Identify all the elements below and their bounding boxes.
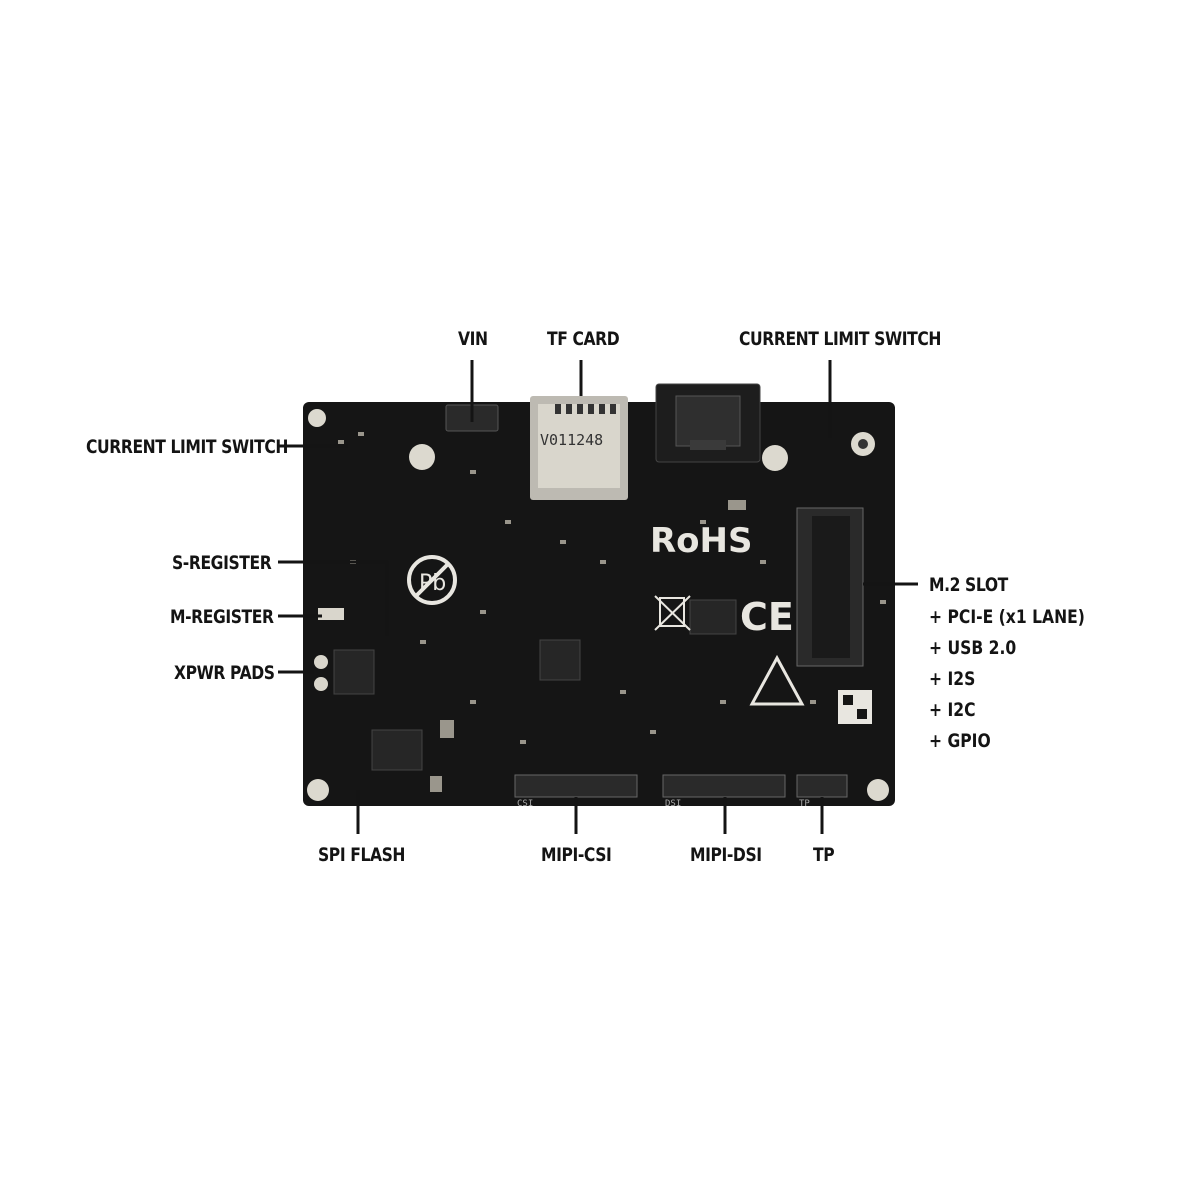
m2-feature-item: + I2C bbox=[929, 699, 976, 721]
label-m-register: M-REGISTER bbox=[170, 606, 274, 628]
label-tp: TP bbox=[813, 844, 835, 866]
label-s-register: S-REGISTER bbox=[172, 552, 272, 574]
label-mipi-csi: MIPI-CSI bbox=[541, 844, 612, 866]
label-vin: VIN bbox=[458, 328, 488, 350]
svg-text:Pb: Pb bbox=[419, 571, 446, 596]
label-current-limit-switch-left: CURRENT LIMIT SWITCH bbox=[86, 436, 289, 458]
xpwr-pad bbox=[314, 677, 328, 691]
m2-feature-item: + GPIO bbox=[929, 730, 991, 752]
m2-slot bbox=[796, 507, 864, 667]
ce-mark: CE bbox=[740, 595, 794, 639]
label-spi-flash: SPI FLASH bbox=[318, 844, 406, 866]
rohs-marking: RoHS bbox=[650, 521, 752, 561]
svg-text:CE: CE bbox=[740, 595, 794, 639]
m2-feature-item: + I2S bbox=[929, 668, 976, 690]
m2-feature-item: + PCI-E (x1 LANE) bbox=[929, 606, 1085, 628]
pcb bbox=[303, 402, 895, 806]
tp-marking: TP bbox=[799, 799, 810, 809]
tp-connector bbox=[796, 774, 848, 798]
label-tf-card: TF CARD bbox=[547, 328, 620, 350]
ethernet-jack bbox=[655, 383, 761, 463]
csi-marking: CSI bbox=[517, 799, 533, 809]
m2-feature-item: + USB 2.0 bbox=[929, 637, 1017, 659]
label-current-limit-switch-top: CURRENT LIMIT SWITCH bbox=[739, 328, 942, 350]
m2-feature-list: + PCI-E (x1 LANE) + USB 2.0 + I2S + I2C … bbox=[929, 606, 1085, 761]
leader-lines bbox=[278, 360, 918, 834]
m-register-pad bbox=[318, 608, 344, 620]
chips bbox=[333, 599, 737, 771]
label-mipi-dsi: MIPI-DSI bbox=[690, 844, 762, 866]
dsi-connector bbox=[662, 774, 786, 798]
pb-free-icon: Pb bbox=[407, 555, 457, 605]
label-xpwr-pads: XPWR PADS bbox=[174, 662, 275, 684]
csi-connector bbox=[514, 774, 638, 798]
label-m2-slot: M.2 SLOT bbox=[929, 574, 1008, 596]
weee-bin-icon bbox=[654, 595, 691, 631]
dsi-marking: DSI bbox=[665, 799, 681, 809]
esd-warning-icon bbox=[749, 654, 805, 706]
tf-card-code: V011248 bbox=[540, 431, 603, 449]
tf-card-slot bbox=[530, 396, 628, 500]
xpwr-pad bbox=[314, 655, 328, 669]
